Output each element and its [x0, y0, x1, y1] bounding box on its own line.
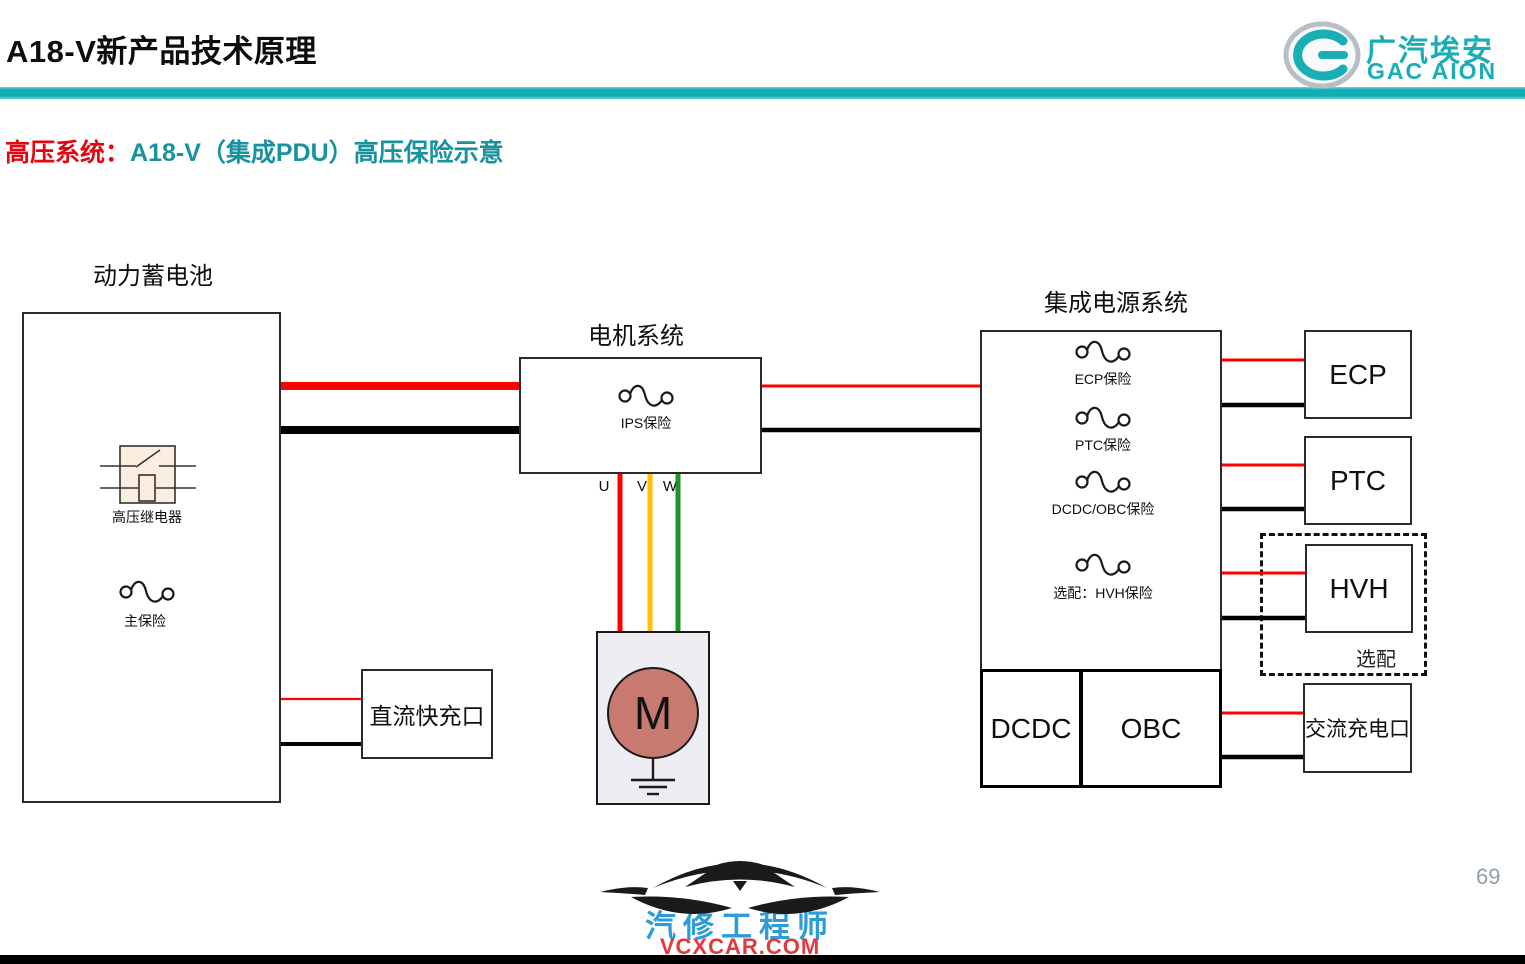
motor-system-title: 电机系统	[588, 323, 684, 350]
footer-brand-url: VCXCAR.COM	[659, 934, 821, 959]
ac-charge-box: 交流充电口	[1303, 683, 1412, 773]
obc-box: OBC	[1080, 669, 1222, 788]
ecp-box: ECP	[1304, 330, 1412, 419]
motor-system-box	[519, 357, 762, 474]
power-system-title: 集成电源系统	[1044, 290, 1188, 317]
phase-w-label: W	[662, 478, 678, 495]
hvh-fuse-label: 选配：HVH保险	[1053, 585, 1153, 601]
optional-label: 选配	[1356, 649, 1396, 671]
dcdc-obc-fuse-label: DCDC/OBC保险	[1051, 501, 1155, 517]
slide-subtitle: 高压系统：A18-V（集成PDU）高压保险示意	[5, 133, 504, 169]
dc-charge-box: 直流快充口	[361, 669, 493, 759]
page-number: 69	[1476, 864, 1501, 889]
hvh-box: HVH	[1305, 544, 1413, 633]
relay-label: 高压继电器	[112, 509, 182, 525]
bottom-bar	[0, 955, 1525, 964]
dcdc-label: DCDC	[990, 712, 1072, 744]
main-fuse-label: 主保险	[124, 613, 166, 629]
ptc-fuse-label: PTC保险	[1075, 437, 1131, 453]
phase-u-label: U	[598, 478, 610, 495]
subtitle-main: A18-V（集成PDU）高压保险示意	[130, 139, 504, 167]
obc-label: OBC	[1120, 712, 1182, 744]
ips-fuse-label: IPS保险	[620, 415, 672, 431]
hvh-label: HVH	[1329, 572, 1389, 604]
gac-emblem-icon	[1283, 21, 1361, 89]
motor-box	[596, 631, 710, 805]
dc-charge-label: 直流快充口	[369, 703, 485, 729]
header-divider-bar	[0, 87, 1525, 99]
gac-logo-text-cn: 广汽埃安	[1366, 35, 1494, 68]
page-title: A18-V新产品技术原理	[6, 34, 317, 69]
ac-charge-label: 交流充电口	[1305, 718, 1410, 741]
battery-title: 动力蓄电池	[93, 263, 213, 290]
footer-brand-name: 汽修工程师	[645, 909, 835, 944]
dcdc-box: DCDC	[980, 669, 1082, 788]
battery-box	[22, 312, 281, 803]
optional-dashed-box	[1260, 533, 1427, 676]
ptc-label: PTC	[1330, 464, 1386, 496]
ecp-label: ECP	[1329, 358, 1387, 390]
subtitle-prefix: 高压系统：	[5, 139, 131, 167]
gac-logo-text-en: GAC AION	[1367, 58, 1498, 84]
phase-v-label: V	[636, 478, 647, 495]
ptc-box: PTC	[1304, 436, 1412, 525]
ecp-fuse-label: ECP保险	[1074, 371, 1132, 387]
